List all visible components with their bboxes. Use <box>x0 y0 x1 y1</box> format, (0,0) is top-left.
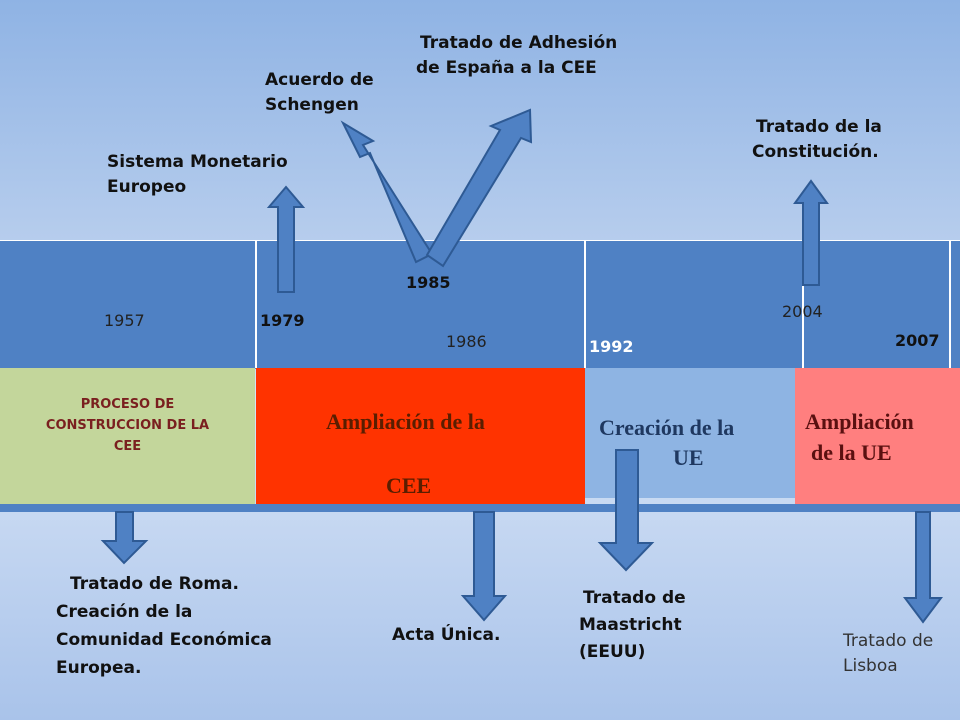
period-cee-enlargement-line1: Ampliación de la <box>326 409 485 434</box>
event-rome-line2: Creación de la <box>56 602 193 622</box>
timeline-divider <box>255 240 257 368</box>
event-constitution-line1: Tratado de la <box>756 117 882 137</box>
period-eu-enlargement-line1: Ampliación <box>805 409 914 434</box>
event-rome-line4: Europea. <box>56 658 142 678</box>
event-maastricht-line1: Tratado de <box>583 588 686 608</box>
period-cee-enlargement-line2: CEE <box>386 473 432 498</box>
year-1992: 1992 <box>589 337 634 356</box>
arrow-down-lisbon-icon <box>903 511 943 624</box>
period-eu-creation-line1: Creación de la <box>599 415 735 440</box>
arrow-up-1979-icon <box>266 185 306 293</box>
arrow-up-schengen-icon <box>340 120 434 264</box>
arrow-down-maastricht-icon <box>597 449 655 572</box>
period-cee-process: PROCESO DE CONSTRUCCION DE LA CEE <box>0 368 255 506</box>
event-maastricht: Tratado de Maastricht (EEUU) <box>579 585 686 666</box>
event-maastricht-line3: (EEUU) <box>579 642 646 662</box>
event-schengen-line1: Acuerdo de <box>265 70 374 90</box>
event-spain-accession: Tratado de Adhesión de España a la CEE <box>416 31 617 81</box>
timeline-band <box>0 240 960 369</box>
event-single-act: Acta Única. <box>392 623 501 648</box>
arrow-down-1957-icon <box>100 511 149 565</box>
period-eu-enlargement: Ampliación de la UE <box>795 368 960 506</box>
arrow-down-single-act-icon <box>460 511 508 622</box>
event-lisbon-line1: Tratado de <box>843 631 934 651</box>
timeline-divider <box>584 240 586 368</box>
period-eu-enlargement-line2: de la UE <box>811 440 892 465</box>
event-lisbon: Tratado de Lisboa <box>843 629 933 679</box>
period-cee-process-line2: CONSTRUCCION DE LA <box>45 418 210 433</box>
event-schengen: Acuerdo de Schengen <box>265 68 374 118</box>
arrow-up-2004-icon <box>793 179 829 286</box>
event-spain-line2: de España a la CEE <box>416 58 597 78</box>
timeline-bottom-strip <box>0 504 960 512</box>
event-constitution: Tratado de la Constitución. <box>752 115 882 165</box>
year-1957: 1957 <box>104 311 145 330</box>
period-eu-creation-line2: UE <box>673 445 704 470</box>
timeline-divider <box>949 240 951 368</box>
event-lisbon-line2: Lisboa <box>843 656 898 676</box>
year-1979: 1979 <box>260 311 305 330</box>
period-cee-process-line1: PROCESO DE <box>80 397 175 412</box>
event-sme-line1: Sistema Monetario <box>107 152 288 172</box>
event-constitution-line2: Constitución. <box>752 142 879 162</box>
event-spain-line1: Tratado de Adhesión <box>420 33 618 53</box>
event-rome-line3: Comunidad Económica <box>56 630 272 650</box>
event-single-act-line1: Acta Única. <box>392 625 501 645</box>
event-schengen-line2: Schengen <box>265 95 359 115</box>
period-cee-process-line3: CEE <box>113 439 142 454</box>
event-sme-line2: Europeo <box>107 177 187 197</box>
event-rome: Tratado de Roma. Creación de la Comunida… <box>56 570 272 682</box>
year-1986: 1986 <box>446 332 487 351</box>
timeline-divider <box>802 240 804 368</box>
arrow-up-spain-icon <box>425 108 533 268</box>
event-sme: Sistema Monetario Europeo <box>107 150 288 200</box>
year-2004: 2004 <box>782 302 823 321</box>
year-1985: 1985 <box>406 273 451 292</box>
event-rome-line1: Tratado de Roma. <box>70 574 239 594</box>
period-eu-creation: Creación de la UE <box>585 368 795 498</box>
event-maastricht-line2: Maastricht <box>579 615 682 635</box>
year-2007: 2007 <box>895 331 940 350</box>
period-cee-enlargement: Ampliación de la CEE <box>256 368 585 506</box>
